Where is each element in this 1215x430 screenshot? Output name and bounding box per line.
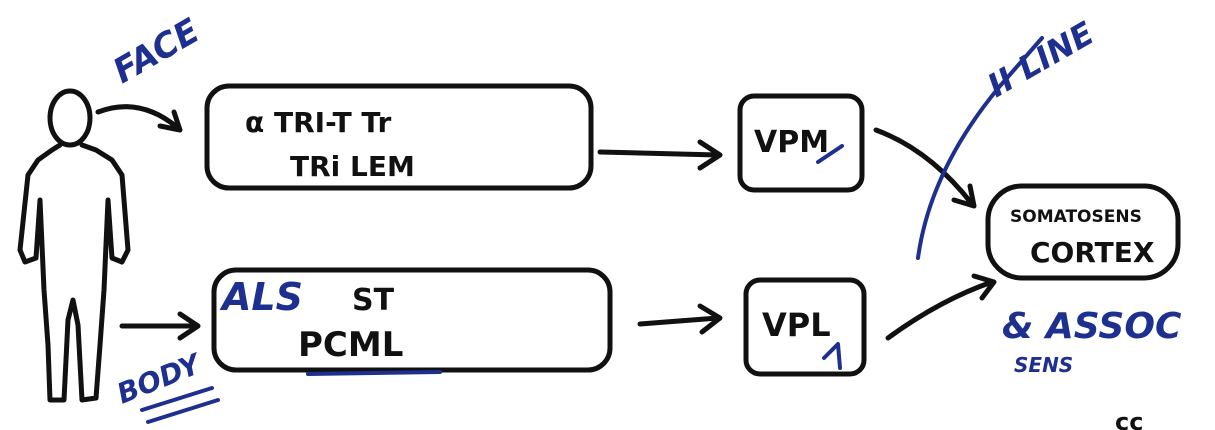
vpm-box [737, 93, 865, 193]
trigeminal-line1: α TRI-T Tr [245, 106, 391, 139]
vpl-to-cortex-arrow [885, 273, 997, 341]
pcml-underline [306, 370, 442, 376]
trigeminal-to-vpm-arrow [597, 139, 723, 171]
trigeminal-line2: TRi LEM [290, 150, 415, 183]
als-label: ALS [219, 275, 303, 319]
annotation-stroke [916, 36, 1044, 260]
cortex-line2: CORTEX [1030, 236, 1155, 269]
vpm-to-cortex-arrow [873, 127, 977, 209]
face-arrow [95, 104, 183, 133]
vpl-box [743, 277, 867, 377]
face-label: FACE [107, 11, 207, 92]
cortex-line1: SOMATOSENS [1010, 207, 1142, 227]
body-underline [140, 386, 220, 424]
vpm-label: VPM [754, 125, 829, 160]
vpl-label: VPL [762, 306, 831, 344]
ii-line-label: II LINE [981, 14, 1100, 105]
body-label: BODY [112, 346, 207, 410]
spinal-box [211, 267, 613, 373]
vpm-mark [816, 144, 844, 164]
vpl-mark [822, 342, 842, 370]
trigeminal-box [204, 83, 594, 191]
sens-label: SENS [1014, 353, 1073, 377]
cortex-box [985, 183, 1181, 281]
spinal-to-vpl-arrow [637, 303, 723, 335]
body-arrow [119, 311, 201, 341]
assoc-label: & ASSOC [1002, 306, 1182, 347]
spinal-line1: ST [352, 283, 395, 318]
person-figure [17, 88, 131, 403]
spinal-line2: PCML [298, 325, 403, 365]
corner-mark: cc [1115, 408, 1143, 430]
